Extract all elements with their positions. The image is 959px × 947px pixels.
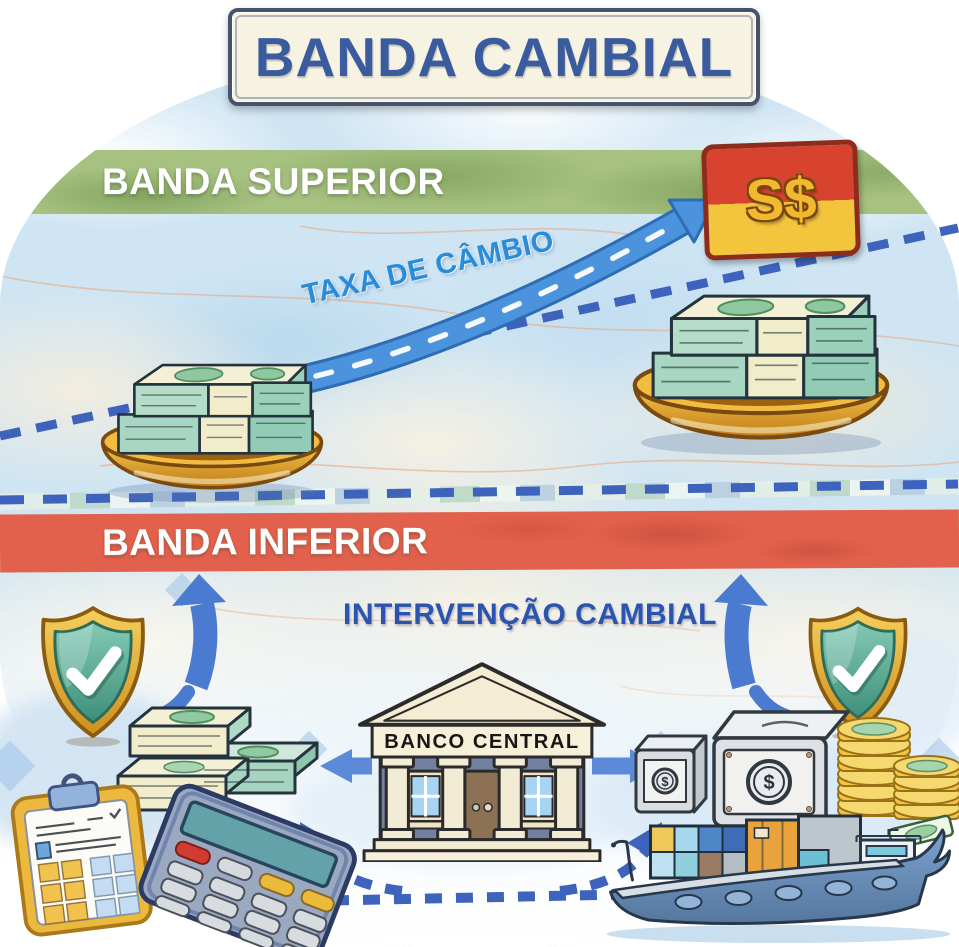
bank-icon: BANCO CENTRAL <box>358 662 606 862</box>
title-plaque: BANDA CAMBIAL <box>228 8 760 106</box>
clipboard-icon <box>10 773 153 937</box>
price-tag-label: S$ <box>744 165 818 234</box>
intervention-label: INTERVENÇÃO CAMBIAL <box>343 598 717 631</box>
ship-icon <box>606 814 951 943</box>
central-bank-sign: BANCO CENTRAL <box>384 731 579 753</box>
price-tag-icon: S$ <box>701 139 861 261</box>
money-bowl-left-icon <box>72 358 352 508</box>
money-bowl-right-icon <box>608 288 914 461</box>
big-safe-currency: $ <box>763 772 774 794</box>
vault-icon: $ $ <box>634 710 959 847</box>
page-title: BANDA CAMBIAL <box>254 26 734 88</box>
small-safe-currency: $ <box>661 774 669 789</box>
